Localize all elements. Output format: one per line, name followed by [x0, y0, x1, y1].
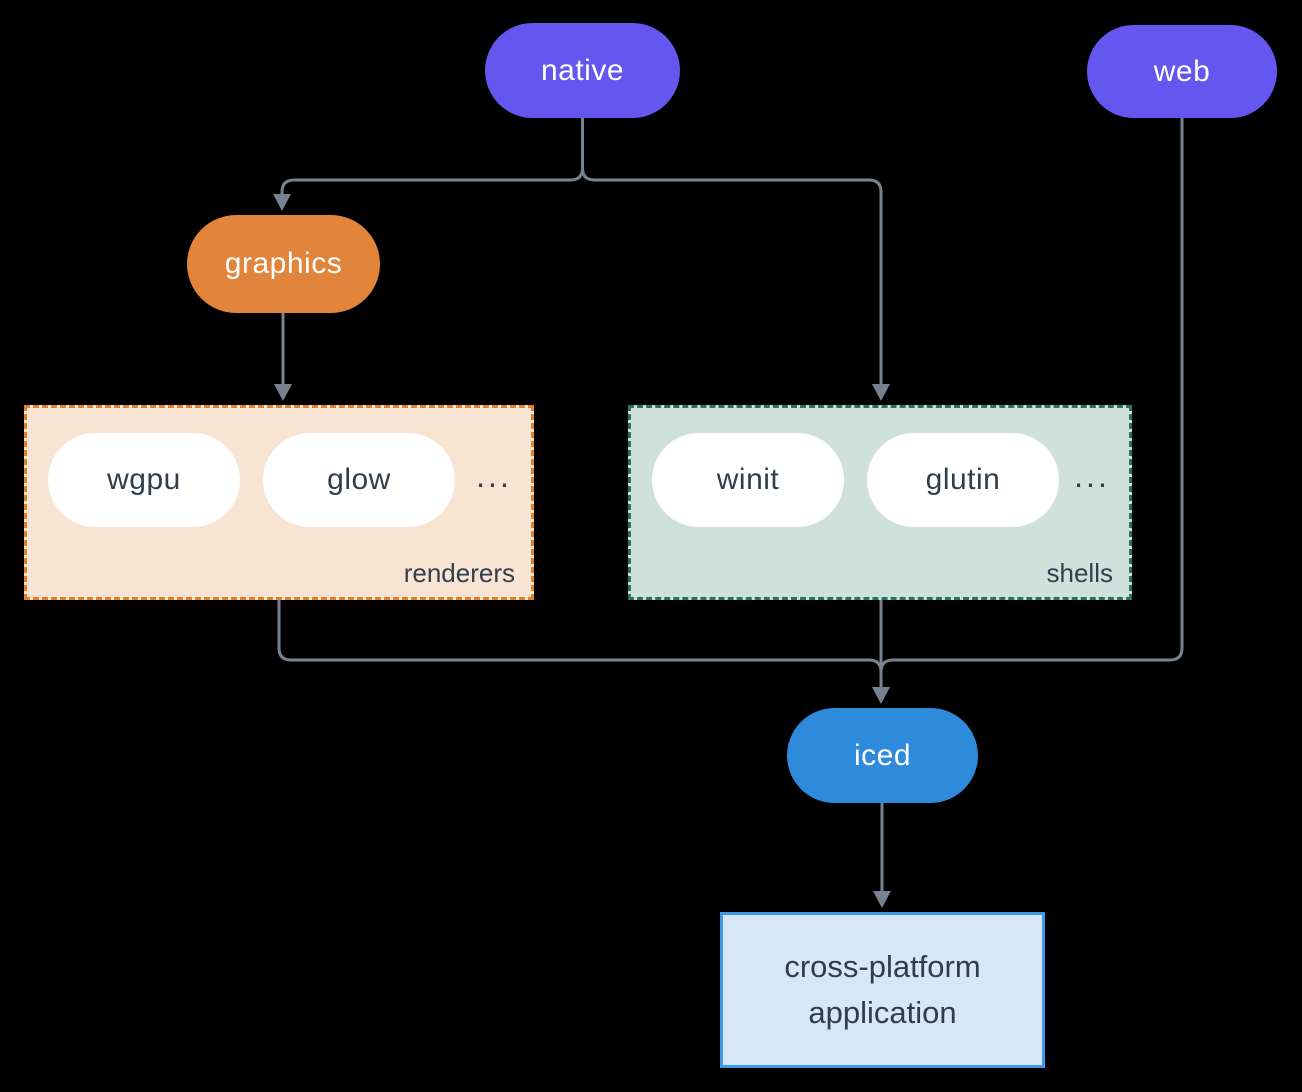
node-native: native	[485, 23, 680, 118]
renderers-ellipsis: ...	[476, 458, 512, 494]
node-cross-platform-application: cross-platform application	[720, 912, 1045, 1068]
node-glutin: glutin	[867, 433, 1059, 527]
node-glutin-label: glutin	[925, 463, 1001, 496]
shells-group-label: shells	[1046, 558, 1113, 588]
group-renderers: wgpu glow ... renderers	[24, 405, 534, 600]
edge-renderers-iced	[277, 600, 883, 673]
node-wgpu: wgpu	[48, 433, 240, 527]
arrowhead-shells	[872, 384, 890, 401]
node-glow-label: glow	[327, 463, 391, 496]
node-web: web	[1087, 25, 1277, 118]
arrowhead-renderers	[274, 384, 292, 401]
group-shells: winit glutin ... shells	[628, 405, 1132, 600]
arrowhead-iced	[872, 687, 890, 704]
arrowhead-app	[873, 891, 891, 908]
node-native-label: native	[540, 53, 625, 87]
node-graphics-label: graphics	[224, 247, 343, 280]
node-app-label: cross-platform application	[784, 948, 981, 1031]
shells-ellipsis: ...	[1074, 458, 1110, 494]
node-winit-label: winit	[716, 463, 780, 496]
node-wgpu-label: wgpu	[107, 463, 181, 496]
node-graphics: graphics	[187, 215, 380, 313]
node-web-label: web	[1153, 54, 1211, 88]
node-iced: iced	[787, 708, 978, 803]
arrowhead-graphics	[273, 194, 291, 211]
node-winit: winit	[652, 433, 844, 527]
node-iced-label: iced	[853, 738, 912, 772]
edge-native-graphics	[280, 118, 584, 195]
node-glow: glow	[263, 433, 455, 527]
renderers-group-label: renderers	[403, 558, 515, 588]
edge-native-shells	[581, 118, 883, 385]
